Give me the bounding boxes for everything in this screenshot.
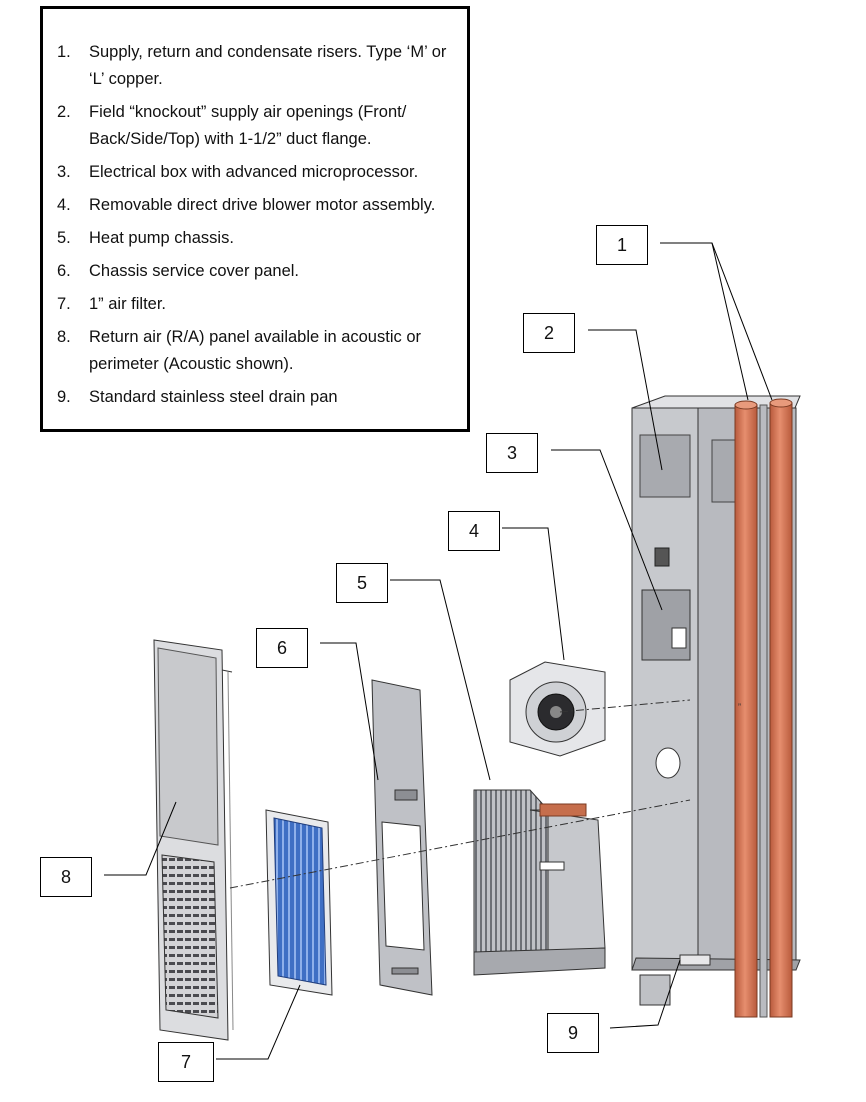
heat-pump-chassis [473,789,606,976]
legend-item: 8. Return air (R/A) panel available in a… [57,324,463,378]
legend-text: Field “knockout” supply air openings (Fr… [89,103,407,148]
callout-3: 3 [486,433,538,473]
legend-item: 1. Supply, return and condensate risers.… [57,39,463,93]
callout-2: 2 [523,313,575,353]
leader-lines [104,242,773,1060]
callout-9: 9 [547,1013,599,1053]
drain-pan [679,954,711,966]
callout-6: 6 [256,628,308,668]
callout-5: 5 [336,563,388,603]
copper-riser [769,402,793,1018]
legend-number: 1. [57,43,71,61]
legend-number: 6. [57,262,71,280]
condensate-riser [759,404,768,1018]
legend-text: Return air (R/A) panel available in acou… [89,328,421,373]
legend-list: 1. Supply, return and condensate risers.… [57,39,463,417]
legend-item: 4. Removable direct drive blower motor a… [57,192,463,219]
supply-air-knockout [639,434,691,498]
legend-item: 2. Field “knockout” supply air openings … [57,99,463,153]
acoustic-louvers [161,854,219,1019]
legend-number: 7. [57,295,71,313]
legend-number: 2. [57,103,71,121]
callout-8: 8 [40,857,92,897]
legend-number: 4. [57,196,71,214]
legend-text: Electrical box with advanced microproces… [89,163,419,181]
legend-item: 6. Chassis service cover panel. [57,258,463,285]
alignment-lines [229,699,691,889]
callout-1: 1 [596,225,648,265]
coil [473,789,549,953]
legend-text: Removable direct drive blower motor asse… [89,196,436,214]
legend-text: Standard stainless steel drain pan [89,388,338,406]
legend-number: 3. [57,163,71,181]
legend-number: 5. [57,229,71,247]
riser-mark: ” [738,702,741,712]
legend-number: 8. [57,328,71,346]
air-filter [265,809,333,996]
return-air-panel [153,639,234,1041]
legend-text: Chassis service cover panel. [89,262,300,280]
legend-text: 1” air filter. [89,295,167,313]
legend-item: 7. 1” air filter. [57,291,463,318]
callout-7: 7 [158,1042,214,1082]
service-cover-panel [371,679,433,996]
legend-item: 3. Electrical box with advanced micropro… [57,159,463,186]
electrical-box [641,589,691,661]
risers [734,398,793,1018]
legend-text: Supply, return and condensate risers. Ty… [89,43,447,88]
legend-box: 1. Supply, return and condensate risers.… [40,6,470,432]
blower-assembly [509,661,606,757]
legend-item: 5. Heat pump chassis. [57,225,463,252]
legend-text: Heat pump chassis. [89,229,234,247]
legend-number: 9. [57,388,71,406]
legend-item: 9. Standard stainless steel drain pan [57,384,463,411]
callout-4: 4 [448,511,500,551]
